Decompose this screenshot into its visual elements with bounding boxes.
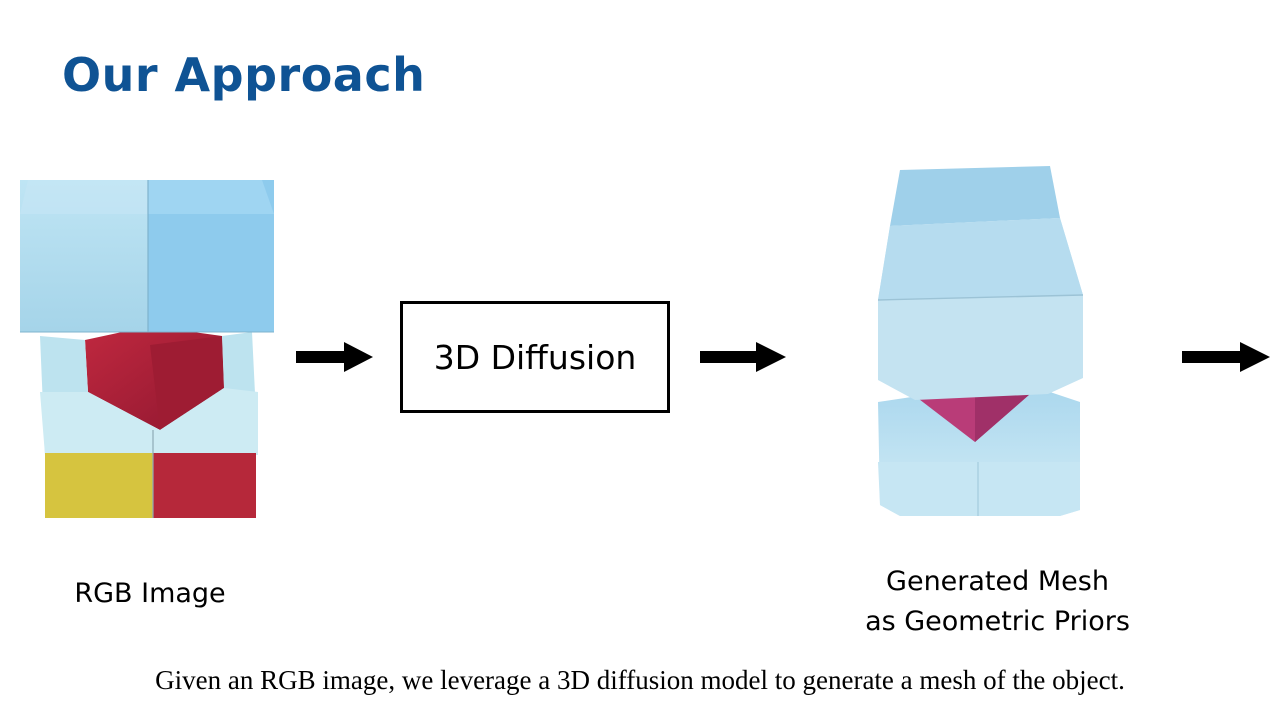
generated-mesh-label: Generated Mesh as Geometric Priors xyxy=(820,562,1175,642)
slide-caption: Given an RGB image, we leverage a 3D dif… xyxy=(155,665,1125,695)
generated-mesh-label-line2: as Geometric Priors xyxy=(865,606,1130,637)
generated-mesh-image xyxy=(877,166,1084,516)
slide-title: Our Approach xyxy=(62,48,426,102)
generated-mesh-label-line1: Generated Mesh xyxy=(886,566,1109,597)
diffusion-step-box: 3D Diffusion xyxy=(400,301,670,413)
arrow-right-icon xyxy=(296,342,373,372)
arrow-right-icon xyxy=(1182,342,1270,372)
rgb-image xyxy=(20,180,274,518)
rgb-image-label: RGB Image xyxy=(74,578,226,609)
arrow-right-icon xyxy=(700,342,786,372)
diffusion-step-label: 3D Diffusion xyxy=(433,337,637,377)
